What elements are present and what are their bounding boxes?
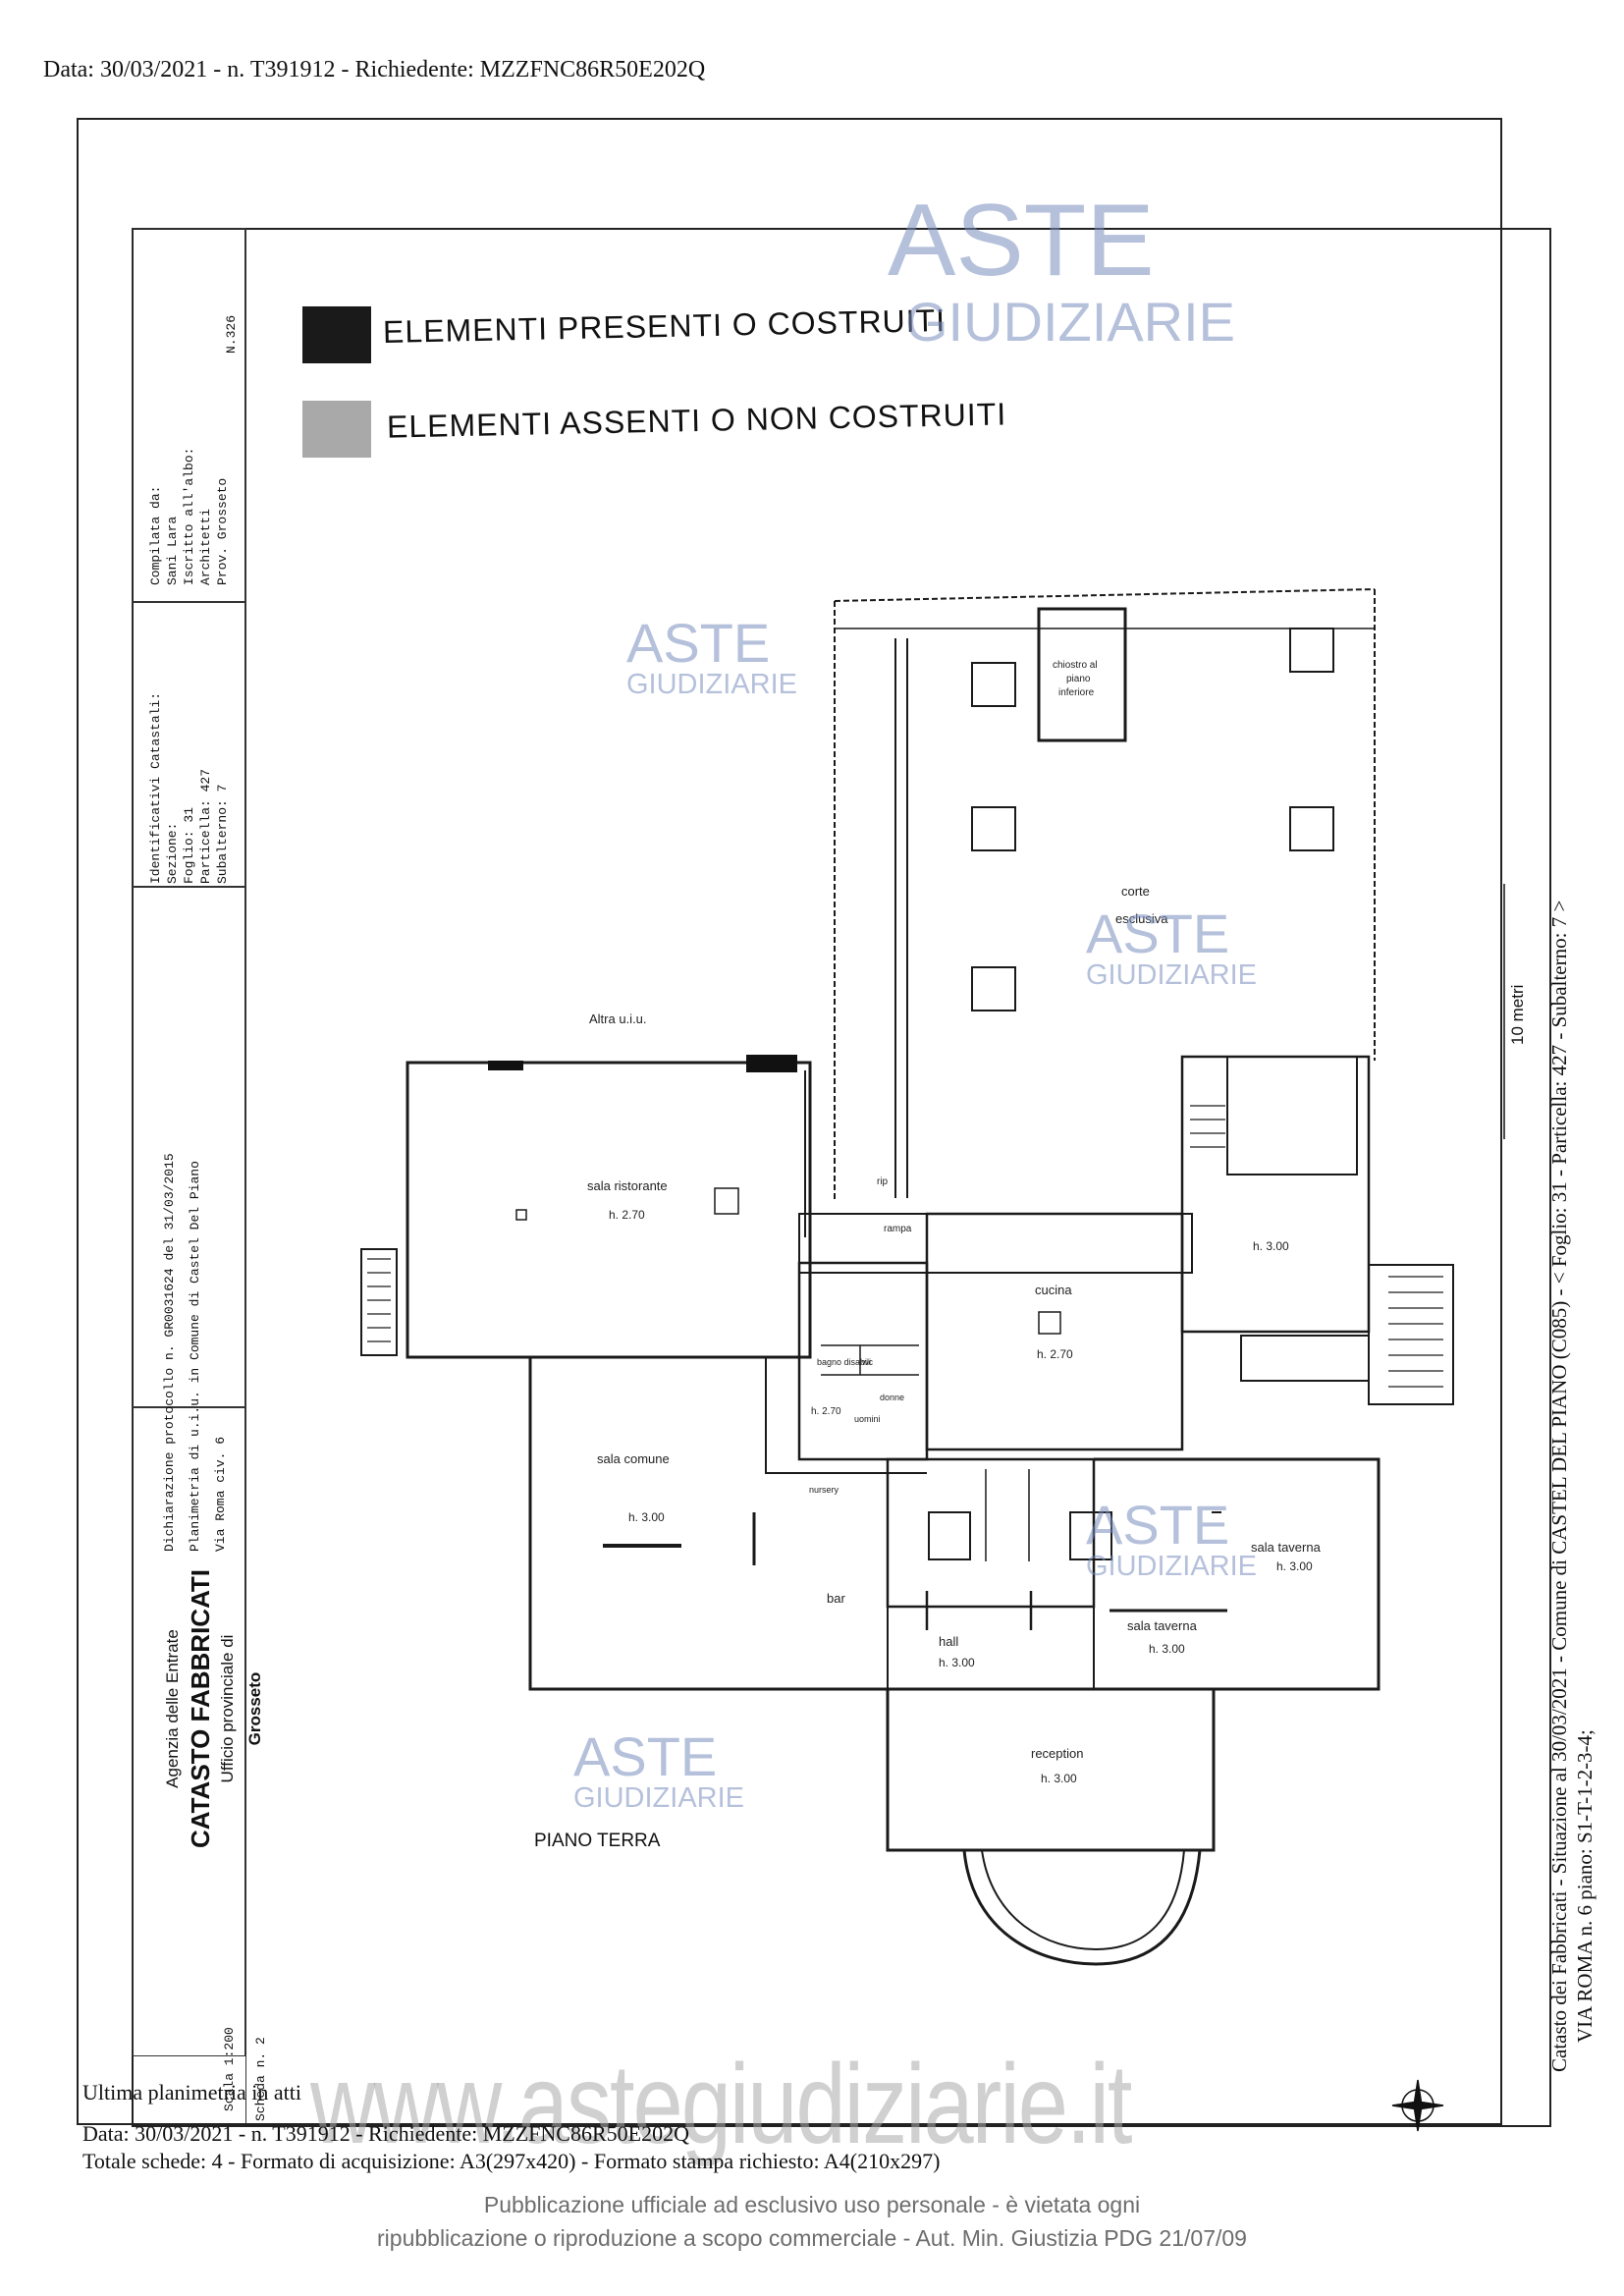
footer-data-line: Data: 30/03/2021 - n. T391912 - Richiede… xyxy=(82,2121,689,2146)
room-sala-taverna: sala taverna xyxy=(1127,1618,1197,1633)
publication-note-line1: Pubblicazione ufficiale ad esclusivo uso… xyxy=(483,2192,1141,2217)
title-block-compiler-box xyxy=(132,228,245,603)
room-wc: wc xyxy=(862,1357,873,1367)
title-block-agency-box xyxy=(132,1406,245,2056)
watermark-logo-bottom: ASTE GIUDIZIARIE xyxy=(573,1725,745,1815)
watermark-title: ASTE xyxy=(573,1725,718,1787)
floor-label: PIANO TERRA xyxy=(534,1831,661,1851)
room-reception: reception xyxy=(1031,1746,1084,1761)
watermark-subtitle: GIUDIZIARIE xyxy=(905,290,1236,353)
room-sala-taverna-height: h. 3.00 xyxy=(1149,1642,1185,1656)
title-block xyxy=(132,228,246,2123)
room-rip: rip xyxy=(877,1176,889,1187)
room-chiostro: chiostro al xyxy=(1053,660,1098,671)
room-sala-ristorante: sala ristorante xyxy=(587,1178,668,1193)
watermark-logo-mid: ASTE GIUDIZIARIE xyxy=(1086,902,1258,992)
room-bagno-disabili: bagno disabili xyxy=(817,1357,872,1367)
sheet-frame xyxy=(132,228,1551,2127)
legend-present-swatch xyxy=(302,306,371,363)
watermark-logo-left: ASTE GIUDIZIARIE xyxy=(626,612,798,701)
room-donne: donne xyxy=(880,1393,905,1402)
footer-ultima-planimetria: Ultima planimetria in atti xyxy=(82,2080,301,2105)
watermark-url: www.astegiudiziarie.it xyxy=(310,2042,1132,2167)
title-block-declaration-box xyxy=(132,886,245,1408)
footer-totale-line: Totale schede: 4 - Formato di acquisizio… xyxy=(82,2149,941,2173)
room-nursery: nursery xyxy=(809,1485,839,1495)
room-east-height: h. 3.00 xyxy=(1253,1239,1289,1253)
watermark-logo-top: ASTE GIUDIZIARIE xyxy=(888,184,1236,354)
room-rampa: rampa xyxy=(884,1224,912,1234)
room-corte-esclusiva: esclusiva xyxy=(1115,911,1168,926)
room-hall: hall xyxy=(939,1634,959,1649)
room-corte: corte xyxy=(1121,884,1150,899)
header-request-line: Data: 30/03/2021 - n. T391912 - Richiede… xyxy=(43,57,706,82)
watermark-title: ASTE xyxy=(1086,902,1230,964)
scale-bar-label: 10 metri xyxy=(1508,984,1527,1045)
watermark-subtitle: GIUDIZIARIE xyxy=(573,1782,745,1815)
room-hall-height: h. 3.00 xyxy=(939,1656,975,1669)
watermark-title: ASTE xyxy=(626,612,771,674)
room-bar: bar xyxy=(827,1591,845,1606)
title-block-id-box xyxy=(132,601,245,888)
watermark-subtitle: GIUDIZIARIE xyxy=(1086,959,1258,992)
watermark-title: ASTE xyxy=(888,184,1155,298)
room-sala-comune: sala comune xyxy=(597,1451,670,1466)
room-chiostro-piano: piano xyxy=(1066,674,1091,684)
room-sala-taverna-east: sala taverna xyxy=(1251,1540,1321,1555)
room-altra-uiu: Altra u.i.u. xyxy=(589,1011,647,1026)
right-margin-line2: VIA ROMA n. 6 piano: S1-T-1-2-3-4; xyxy=(1573,1729,1597,2043)
outer-frame xyxy=(77,118,1502,2125)
room-reception-height: h. 3.00 xyxy=(1041,1772,1077,1785)
room-sala-taverna-east-height: h. 3.00 xyxy=(1276,1559,1313,1573)
room-chiostro-inferiore: inferiore xyxy=(1058,687,1095,698)
watermark-subtitle: GIUDIZIARIE xyxy=(626,669,798,701)
room-cucina: cucina xyxy=(1035,1283,1072,1297)
room-services-height: h. 2.70 xyxy=(811,1406,841,1417)
room-sala-ristorante-height: h. 2.70 xyxy=(609,1208,645,1222)
room-sala-comune-height: h. 3.00 xyxy=(628,1510,665,1524)
right-margin-line1: Catasto dei Fabbricati - Situazione al 3… xyxy=(1547,900,1571,2072)
legend-absent-swatch xyxy=(302,401,371,458)
room-cucina-height: h. 2.70 xyxy=(1037,1347,1073,1361)
room-uomini: uomini xyxy=(854,1414,881,1424)
watermark-subtitle: GIUDIZIARIE xyxy=(1086,1551,1258,1583)
watermark-title: ASTE xyxy=(1086,1494,1230,1556)
publication-note-line2: ripubblicazione o riproduzione a scopo c… xyxy=(377,2225,1247,2251)
watermark-logo-right: ASTE GIUDIZIARIE xyxy=(1086,1494,1258,1583)
